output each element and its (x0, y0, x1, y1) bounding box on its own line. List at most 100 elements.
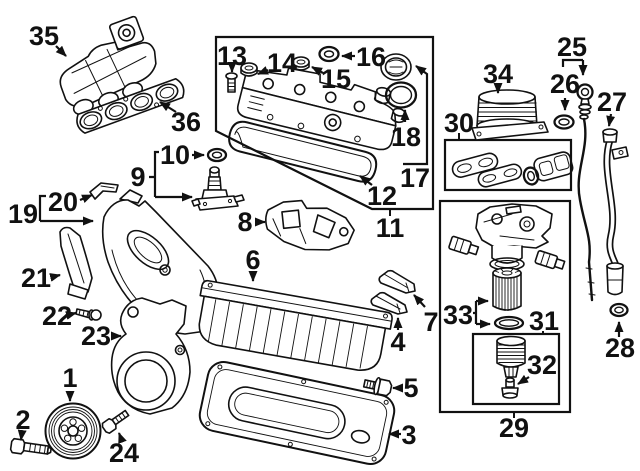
callout-20-label: 20 (48, 187, 78, 217)
callout-18-label: 18 (391, 122, 421, 152)
callout-19-label: 19 (8, 199, 38, 229)
part-oil-sensor (191, 166, 245, 211)
part-cap-14 (240, 62, 258, 77)
callout-36: 36 (159, 101, 201, 137)
part-dipstick (576, 83, 596, 302)
part-cap-seal-18 (384, 81, 418, 109)
callout-14-label: 14 (267, 48, 297, 78)
part-upper-oil-pan (198, 279, 393, 371)
part-support-bracket-8 (265, 199, 355, 251)
part-bracket-20 (89, 182, 119, 200)
callout-6-label: 6 (245, 245, 260, 275)
callout-32: 32 (517, 350, 557, 385)
callout-4: 4 (390, 317, 406, 357)
part-bolt-24 (101, 409, 130, 434)
part-baffle-strip-4 (370, 291, 408, 315)
part-oil-filler-cap (380, 53, 412, 81)
callout-33: 33 (443, 296, 491, 330)
part-bolt-22 (75, 308, 102, 321)
callout-34: 34 (483, 59, 513, 94)
valve-cover-detail-box (214, 35, 435, 211)
callout-26: 26 (550, 69, 580, 111)
callout-25-label: 25 (557, 32, 587, 62)
part-filter-housing (475, 203, 553, 271)
callout-35: 35 (29, 21, 67, 57)
part-grommet-16 (318, 45, 340, 63)
part-upper-timing-cover (101, 189, 219, 335)
part-filter-element (492, 267, 522, 311)
callout-29: 29 (499, 412, 529, 443)
callout-12: 12 (359, 175, 397, 211)
callout-34-label: 34 (483, 59, 513, 89)
callout-22: 22 (42, 301, 77, 331)
part-sensor-left (448, 235, 480, 256)
callout-35-label: 35 (29, 21, 59, 51)
callout-27-label: 27 (597, 87, 627, 117)
part-oil-cooler (471, 89, 549, 141)
callout-12-label: 12 (367, 181, 397, 211)
callout-16-label: 16 (356, 42, 386, 72)
callout-21: 21 (21, 263, 61, 293)
callout-9: 9 (130, 150, 193, 202)
part-seal-pair-b (477, 163, 523, 188)
oil-filter-housing-box-29 (438, 199, 572, 414)
callout-2-label: 2 (15, 405, 30, 435)
part-cap-15 (292, 56, 310, 71)
callout-27: 27 (597, 87, 627, 127)
callout-7: 7 (413, 294, 439, 337)
callout-14: 14 (257, 48, 297, 78)
part-lower-timing-cover (110, 297, 191, 415)
callout-5: 5 (392, 373, 419, 403)
callout-5-label: 5 (403, 373, 418, 403)
callout-17: 17 (400, 65, 430, 193)
part-seal-o-ring (522, 166, 540, 186)
callout-19: 19 (8, 194, 94, 229)
callout-1-label: 1 (62, 363, 77, 393)
part-drain-plug-5 (362, 376, 393, 397)
part-o-ring-10 (206, 147, 228, 163)
part-o-ring-26 (553, 114, 575, 130)
callout-10: 10 (160, 140, 205, 170)
callout-16: 16 (341, 42, 386, 72)
callout-25: 25 (557, 32, 588, 76)
part-lower-oil-pan (198, 360, 396, 466)
part-valve-cover-gasket (228, 120, 378, 183)
part-seal-square-pair (533, 151, 574, 182)
part-sensor-right (534, 250, 566, 270)
callout-32-label: 32 (527, 350, 557, 380)
callout-31: 31 (529, 306, 559, 336)
callout-10-label: 10 (160, 140, 190, 170)
callout-1: 1 (62, 363, 78, 402)
callout-28-label: 28 (605, 333, 635, 363)
callout-21-label: 21 (21, 263, 51, 293)
callout-24: 24 (109, 432, 139, 468)
callout-26-label: 26 (550, 69, 580, 99)
seal-kit-box-30 (443, 138, 573, 192)
callout-24-label: 24 (109, 438, 139, 468)
filter-cap-box-31 (471, 332, 561, 406)
callout-23-label: 23 (81, 321, 111, 351)
callout-11: 11 (376, 210, 404, 243)
part-stud-13 (225, 72, 238, 93)
callout-18: 18 (391, 109, 421, 152)
callout-33-label: 33 (443, 300, 473, 330)
callout-3: 3 (388, 420, 417, 450)
part-intake-manifold (59, 15, 157, 116)
callout-2: 2 (15, 405, 31, 441)
part-bypass-valve-32 (501, 377, 519, 399)
part-baffle-strip-7 (378, 269, 416, 294)
callout-6: 6 (245, 245, 261, 282)
callout-15-label: 15 (321, 64, 351, 94)
callout-22-label: 22 (42, 301, 72, 331)
callout-8-label: 8 (237, 207, 252, 237)
part-filter-o-ring (493, 315, 525, 331)
part-seal-pair-a (451, 152, 499, 178)
part-dipstick-tube (602, 128, 629, 296)
callout-13: 13 (217, 41, 247, 73)
part-intake-gasket (76, 77, 185, 134)
callout-8: 8 (237, 207, 266, 237)
part-filter-cap (496, 335, 526, 378)
callout-20: 20 (48, 187, 93, 217)
